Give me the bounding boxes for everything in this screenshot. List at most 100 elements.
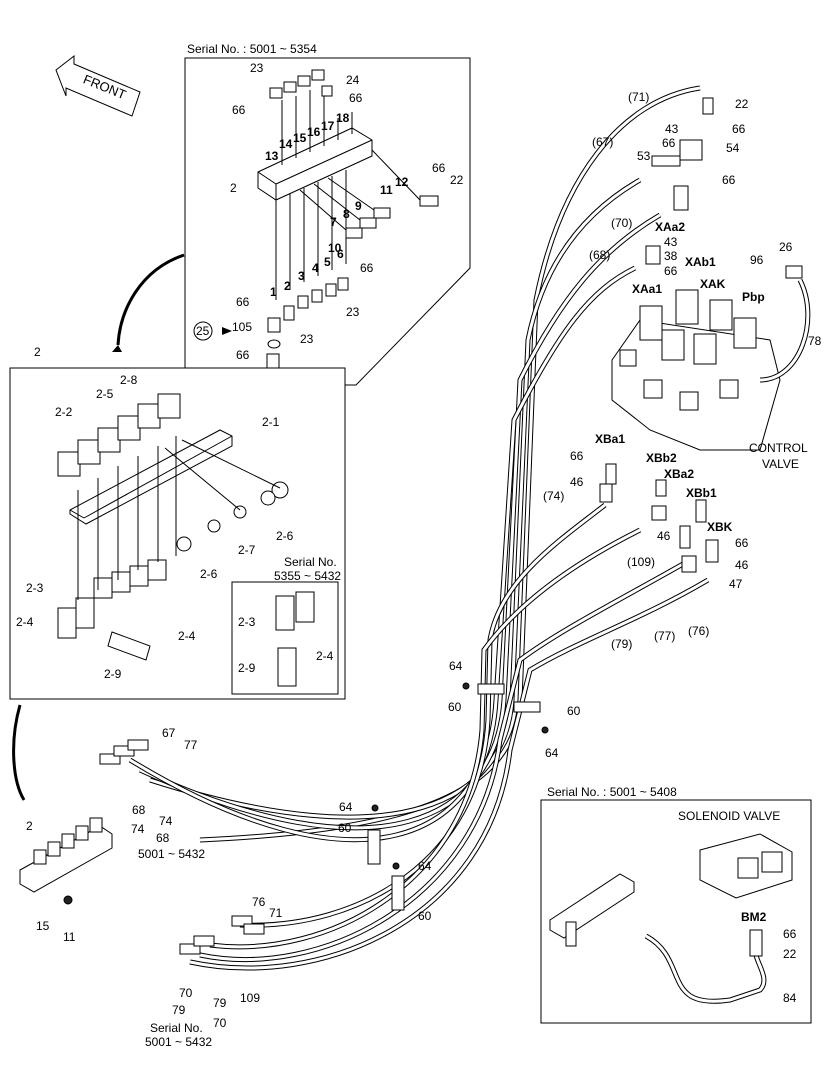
svg-text:96: 96 xyxy=(750,253,764,267)
svg-text:XBK: XBK xyxy=(707,520,733,534)
bottom-serial-2a: Serial No. xyxy=(150,1021,203,1035)
svg-text:2-8: 2-8 xyxy=(120,373,138,387)
svg-text:47: 47 xyxy=(729,577,743,591)
svg-text:2-6: 2-6 xyxy=(276,529,294,543)
svg-text:25: 25 xyxy=(196,324,210,338)
svg-text:(77): (77) xyxy=(654,629,675,643)
bottom-serial-2b: 5001 ~ 5432 xyxy=(145,1035,212,1049)
svg-text:64: 64 xyxy=(418,859,432,873)
svg-text:XAa2: XAa2 xyxy=(655,220,685,234)
svg-text:105: 105 xyxy=(232,320,252,334)
svg-text:XBb2: XBb2 xyxy=(646,451,677,465)
svg-text:15: 15 xyxy=(293,131,307,145)
svg-text:46: 46 xyxy=(657,529,671,543)
svg-text:XAK: XAK xyxy=(700,277,726,291)
left-valves xyxy=(57,393,289,661)
solenoid-serial: Serial No. : 5001 ~ 5408 xyxy=(547,785,677,799)
svg-text:43: 43 xyxy=(664,235,678,249)
svg-text:10: 10 xyxy=(328,241,342,255)
svg-text:2: 2 xyxy=(284,279,291,293)
svg-text:XAa1: XAa1 xyxy=(632,282,662,296)
svg-text:24: 24 xyxy=(346,73,360,87)
main-callouts: (71) 22 43 66 (67) 66 54 53 66 (70) 43 3… xyxy=(26,90,822,1030)
top-panel-serial: Serial No. : 5001 ~ 5354 xyxy=(187,42,317,56)
left-leader-lines xyxy=(77,436,281,600)
svg-text:2-4: 2-4 xyxy=(16,615,34,629)
svg-text:76: 76 xyxy=(252,895,266,909)
svg-text:XBa2: XBa2 xyxy=(664,467,694,481)
svg-text:(68): (68) xyxy=(589,248,610,262)
svg-text:66: 66 xyxy=(232,103,246,117)
svg-text:2-6: 2-6 xyxy=(200,567,218,581)
svg-text:53: 53 xyxy=(637,149,651,163)
svg-text:109: 109 xyxy=(240,991,260,1005)
svg-text:66: 66 xyxy=(722,173,736,187)
svg-text:13: 13 xyxy=(265,149,279,163)
svg-text:2-9: 2-9 xyxy=(238,661,256,675)
svg-text:68: 68 xyxy=(156,831,170,845)
upper-fittings xyxy=(645,97,811,383)
svg-text:2-4: 2-4 xyxy=(178,629,196,643)
svg-text:64: 64 xyxy=(449,659,463,673)
svg-text:14: 14 xyxy=(279,137,293,151)
svg-text:15: 15 xyxy=(36,919,50,933)
svg-text:2-3: 2-3 xyxy=(238,615,256,629)
svg-text:66: 66 xyxy=(236,295,250,309)
svg-text:2-2: 2-2 xyxy=(55,405,73,419)
svg-text:74: 74 xyxy=(159,814,173,828)
bottom-serial-1: 5001 ~ 5432 xyxy=(138,847,205,861)
svg-text:12: 12 xyxy=(395,175,409,189)
svg-text:22: 22 xyxy=(450,173,464,187)
svg-text:22: 22 xyxy=(783,947,797,961)
left-detail-panel: 2 2-82-52-2 2-12-62-7 2-62-32-4 2-42-9 S… xyxy=(9,345,346,700)
svg-text:XAb1: XAb1 xyxy=(685,255,716,269)
svg-text:74: 74 xyxy=(131,822,145,836)
svg-text:79: 79 xyxy=(172,1003,186,1017)
svg-text:26: 26 xyxy=(779,240,793,254)
svg-text:XBa1: XBa1 xyxy=(595,432,625,446)
svg-text:70: 70 xyxy=(179,986,193,1000)
svg-text:(67): (67) xyxy=(592,135,613,149)
svg-text:(74): (74) xyxy=(543,489,564,503)
svg-text:66: 66 xyxy=(662,136,676,150)
svg-text:18: 18 xyxy=(336,111,350,125)
svg-text:64: 64 xyxy=(339,800,353,814)
svg-text:(71): (71) xyxy=(628,90,649,104)
svg-text:6: 6 xyxy=(337,247,344,261)
svg-text:71: 71 xyxy=(269,906,283,920)
clamps xyxy=(367,682,549,911)
svg-text:(70): (70) xyxy=(611,216,632,230)
svg-text:(76): (76) xyxy=(688,624,709,638)
svg-text:(109): (109) xyxy=(627,555,655,569)
svg-text:(79): (79) xyxy=(611,637,632,651)
svg-text:23: 23 xyxy=(346,305,360,319)
svg-text:60: 60 xyxy=(567,704,581,718)
port-labels: XAa2 XAb1 XAK XAa1 Pbp XBa1 XBb2 XBa2 XB… xyxy=(595,220,767,924)
svg-text:66: 66 xyxy=(360,261,374,275)
svg-text:22: 22 xyxy=(735,97,749,111)
svg-text:79: 79 xyxy=(213,996,227,1010)
svg-text:Pbp: Pbp xyxy=(742,290,765,304)
svg-text:68: 68 xyxy=(132,803,146,817)
svg-text:2: 2 xyxy=(230,181,237,195)
svg-text:XBb1: XBb1 xyxy=(686,486,717,500)
solenoid-title: SOLENOID VALVE xyxy=(678,809,780,823)
top-detail-panel: Serial No. : 5001 ~ 5354 xyxy=(184,42,471,386)
svg-text:9: 9 xyxy=(355,199,362,213)
svg-text:2-7: 2-7 xyxy=(238,543,256,557)
svg-text:66: 66 xyxy=(735,536,749,550)
svg-text:67: 67 xyxy=(162,726,176,740)
svg-text:38: 38 xyxy=(664,249,678,263)
svg-text:4: 4 xyxy=(312,261,319,275)
svg-text:78: 78 xyxy=(808,334,822,348)
svg-text:60: 60 xyxy=(338,821,352,835)
svg-text:23: 23 xyxy=(300,332,314,346)
svg-text:70: 70 xyxy=(213,1016,227,1030)
svg-text:5: 5 xyxy=(324,255,331,269)
lower-fittings xyxy=(599,463,719,573)
svg-text:2-3: 2-3 xyxy=(26,581,44,595)
svg-text:66: 66 xyxy=(783,927,797,941)
svg-text:77: 77 xyxy=(184,738,198,752)
svg-text:3: 3 xyxy=(298,269,305,283)
